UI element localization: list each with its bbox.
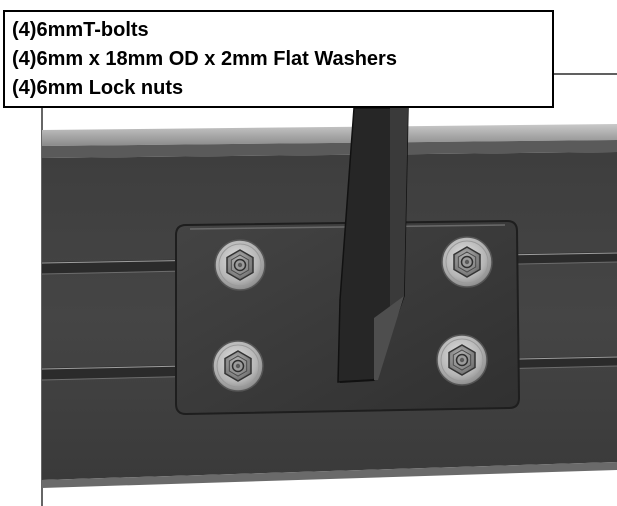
extrusion-top-face	[42, 124, 617, 146]
extrusion-bottom-edge	[42, 462, 617, 488]
callout-line-t-bolts: (4)6mmT-bolts	[12, 19, 149, 41]
callout-line-washers: (4)6mm x 18mm OD x 2mm Flat Washers	[12, 48, 397, 70]
bolt-washer-nut-icon	[436, 334, 488, 386]
bolt-washer-nut-icon	[441, 236, 493, 288]
callout-line-lock-nuts: (4)6mm Lock nuts	[12, 77, 184, 99]
bolt-washer-nut-icon	[212, 340, 264, 392]
bolt-washer-nut-icon	[214, 239, 266, 291]
vertical-post	[337, 107, 409, 383]
parts-callout: (4)6mmT-bolts (4)6mm x 18mm OD x 2mm Fla…	[3, 10, 554, 108]
